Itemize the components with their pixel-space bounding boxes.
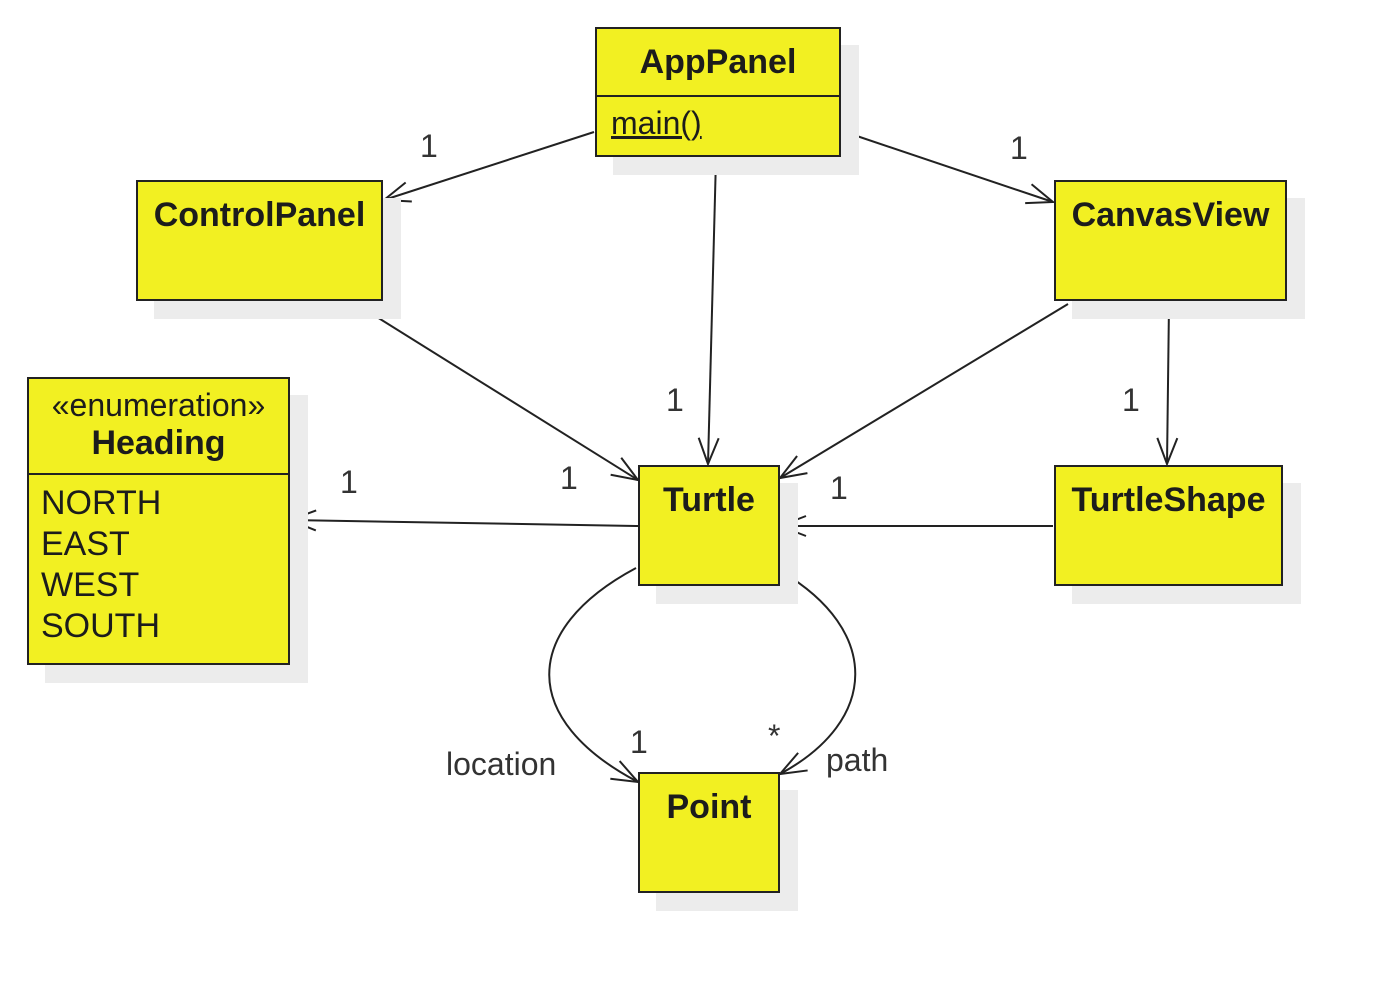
literal-east: EAST — [41, 525, 130, 563]
class-turtle[interactable]: Turtle — [638, 465, 780, 586]
class-controlpanel[interactable]: ControlPanel — [136, 180, 383, 301]
class-name: Turtle — [663, 481, 755, 519]
class-name: Point — [666, 788, 752, 826]
class-name: TurtleShape — [1071, 481, 1266, 519]
multiplicity-label: 1 — [630, 724, 648, 760]
class-name: AppPanel — [639, 43, 797, 81]
multiplicity-label: * — [768, 718, 781, 754]
edge-turtle-point-path — [780, 571, 857, 774]
multiplicity-label: 1 — [666, 382, 684, 418]
class-heading[interactable]: «enumeration» Heading NORTH EAST WEST SO… — [27, 377, 290, 665]
stereotype-label: «enumeration» — [51, 387, 266, 423]
class-point[interactable]: Point — [638, 772, 780, 893]
multiplicity-label: 1 — [340, 464, 358, 500]
edge-turtle-heading — [290, 520, 639, 526]
heading-header: «enumeration» Heading — [29, 379, 288, 473]
methods-compartment: main() — [597, 95, 839, 150]
multiplicity-label: 1 — [1122, 382, 1140, 418]
class-canvasview[interactable]: CanvasView — [1054, 180, 1287, 301]
literals-compartment: NORTH EAST WEST SOUTH — [29, 473, 288, 655]
literal-north: NORTH — [41, 484, 162, 522]
edge-apppanel-canvasview — [844, 131, 1053, 202]
role-location: location — [446, 746, 557, 782]
edge-canvasview-turtleshape — [1167, 303, 1169, 464]
role-path: path — [826, 742, 889, 778]
class-name: Heading — [91, 424, 226, 462]
multiplicity-label: 1 — [1010, 130, 1028, 166]
edge-turtle-point-location — [548, 567, 638, 782]
class-name: CanvasView — [1071, 196, 1270, 234]
literal-west: WEST — [41, 566, 140, 604]
method-main: main() — [611, 105, 702, 141]
literal-south: SOUTH — [41, 607, 160, 645]
class-name: ControlPanel — [153, 196, 366, 234]
edge-apppanel-turtle — [708, 157, 716, 464]
edge-canvasview-turtle — [780, 303, 1069, 478]
class-apppanel[interactable]: AppPanel main() — [595, 27, 841, 157]
multiplicity-label: 1 — [420, 128, 438, 164]
edge-controlpanel-turtle — [355, 303, 638, 480]
class-turtleshape[interactable]: TurtleShape — [1054, 465, 1283, 586]
multiplicity-label: 1 — [560, 460, 578, 496]
multiplicity-label: 1 — [830, 470, 848, 506]
edge-apppanel-controlpanel — [384, 131, 595, 200]
